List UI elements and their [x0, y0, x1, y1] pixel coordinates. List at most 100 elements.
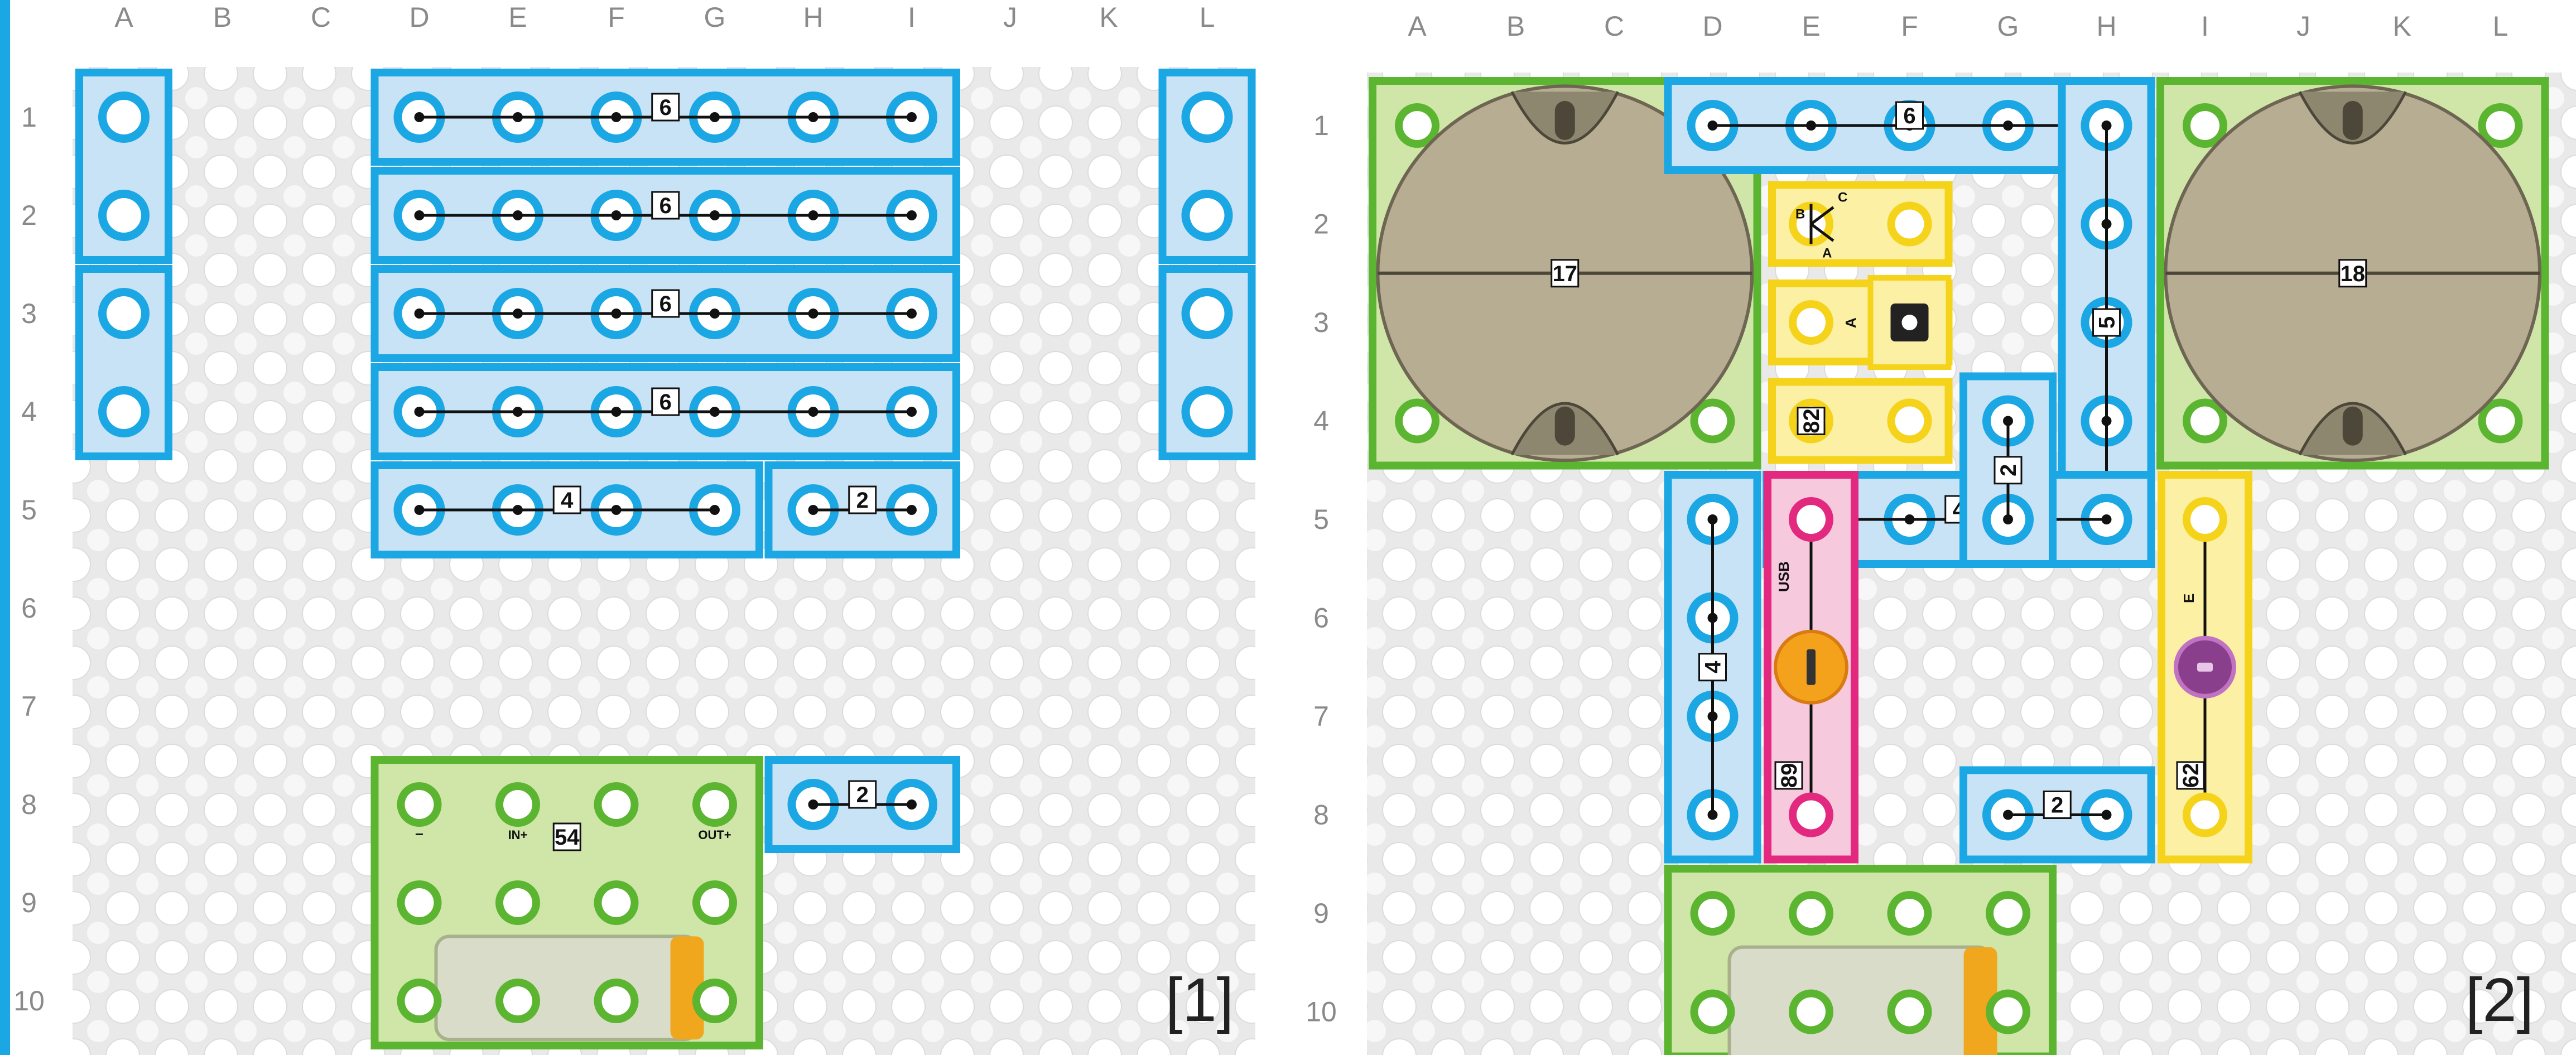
snap-ring-center [601, 888, 631, 917]
column-label: G [704, 2, 726, 33]
snap-ring-center [1895, 899, 1924, 928]
column-label: H [2096, 11, 2116, 42]
part-label: 17 [1551, 259, 1580, 288]
snap-ring-center [1797, 997, 1826, 1027]
pin-label: A [1822, 246, 1832, 261]
row-label: 3 [1313, 307, 1329, 338]
snap-ring-center [107, 198, 141, 233]
column-label: I [908, 2, 916, 33]
row-label: 1 [1313, 110, 1329, 141]
row-label: 9 [21, 887, 37, 918]
step-label: [2] [2466, 966, 2534, 1034]
snap-ring-center [503, 986, 532, 1015]
wire-2: 2 [1959, 372, 2057, 568]
row-label: 4 [21, 396, 37, 427]
part-label: 82 [1797, 407, 1826, 435]
svg-text:17: 17 [1553, 262, 1578, 286]
snap-ring-center [1698, 997, 1727, 1027]
row-label: 5 [1313, 504, 1329, 535]
snap-ring-center [1797, 800, 1826, 830]
snap-ring-center [503, 888, 532, 917]
svg-text:6: 6 [1903, 104, 1915, 128]
part-label: 4 [552, 485, 581, 514]
part-label: 2 [848, 780, 877, 809]
column-label: D [1702, 11, 1722, 42]
column-label: A [114, 2, 133, 33]
column-label: K [1099, 2, 1118, 33]
snap-ring-center [601, 986, 631, 1015]
part-label: 62 [2176, 761, 2205, 790]
snap-ring-center [1895, 209, 1924, 239]
part-label: 6 [651, 93, 680, 122]
svg-text:6: 6 [659, 194, 672, 218]
step-label: [1] [1166, 966, 1234, 1034]
pin-label: IN+ [508, 828, 528, 842]
column-label: B [213, 2, 232, 33]
snap-ring-center [700, 790, 729, 819]
snap-ring-center [2190, 800, 2219, 830]
snap-ring-center [2486, 111, 2515, 140]
column-label: L [1200, 2, 1215, 33]
snap-ring-center [405, 986, 434, 1015]
wire-2: 2 [764, 461, 960, 558]
column-label: F [608, 2, 625, 33]
row-label: 3 [21, 298, 37, 329]
snap-ring-center [700, 986, 729, 1015]
wire-2 [75, 265, 172, 460]
resistor-82: 82 [1768, 378, 1953, 464]
snap-ring-center [1403, 111, 1432, 140]
svg-text:4: 4 [561, 488, 574, 513]
snap-ring-center [1994, 899, 2023, 928]
svg-text:6: 6 [659, 390, 672, 415]
row-label: 4 [1313, 406, 1329, 437]
column-label: J [2296, 11, 2310, 42]
row-label: 8 [21, 789, 37, 820]
snap-ring-center [1190, 394, 1225, 429]
row-label: 6 [1313, 603, 1329, 634]
part-label: 2 [848, 485, 877, 514]
svg-text:2: 2 [856, 783, 869, 807]
module-body [434, 934, 700, 1042]
wire-4: 4 [1664, 471, 1761, 864]
column-label: C [1604, 11, 1624, 42]
speaker-18: 18 [2156, 77, 2549, 470]
column-label: E [508, 2, 527, 33]
module-54: −IN+OUT+54 [370, 756, 763, 1049]
wire-2: 2 [1959, 766, 2155, 864]
row-label: 7 [1313, 701, 1329, 732]
pin-label: − [415, 826, 423, 842]
snap-ring-center [1895, 406, 1924, 436]
column-label: E [1802, 11, 1820, 42]
snap-ring-center [700, 888, 729, 917]
svg-text:62: 62 [2179, 763, 2203, 788]
svg-text:6: 6 [659, 95, 672, 120]
snap-ring-center [107, 296, 141, 331]
wire-2 [1158, 265, 1256, 460]
snap-ring-center [601, 790, 631, 819]
part-label: 2 [2043, 791, 2072, 819]
pin-label: B [1795, 207, 1805, 222]
module-endcap [670, 936, 704, 1040]
wire-4: 4 [370, 461, 763, 558]
part-label: 2 [1994, 456, 2023, 485]
snap-ring-center [1698, 406, 1727, 436]
switch-A: A [1768, 275, 1953, 370]
column-label: G [1997, 11, 2019, 42]
svg-text:2: 2 [2051, 793, 2063, 818]
row-label: 5 [21, 494, 37, 526]
snap-ring-center [2486, 406, 2515, 436]
transistor-symbol [1809, 204, 1835, 244]
row-label: 8 [1313, 799, 1329, 831]
snap-ring-center [1190, 296, 1225, 331]
snap-ring-center [1895, 997, 1924, 1027]
snap-ring-center [503, 790, 532, 819]
row-label: 7 [21, 691, 37, 722]
svg-text:89: 89 [1777, 763, 1802, 788]
svg-text:2: 2 [856, 488, 869, 513]
led-62: E62 [2158, 471, 2252, 864]
svg-text:2: 2 [1996, 464, 2021, 476]
